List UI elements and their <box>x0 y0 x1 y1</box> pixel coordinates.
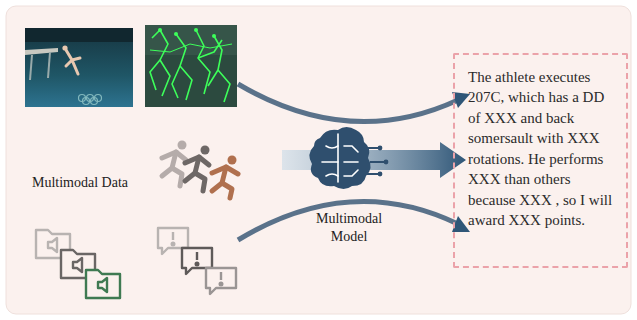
response-box: The athlete executes 207C, which has a D… <box>453 53 628 268</box>
response-text: The athlete executes 207C, which has a D… <box>468 67 613 231</box>
comment-icon <box>158 228 236 294</box>
pose-overlay-image <box>145 25 237 107</box>
data-caption: Multimodal Data <box>20 174 140 192</box>
model-icon <box>309 127 388 189</box>
motion-icon <box>162 141 238 199</box>
audio-icon <box>36 230 120 298</box>
diving-photo <box>25 28 133 107</box>
background-panel <box>6 6 631 314</box>
model-caption: Multimodal Model <box>306 210 392 246</box>
